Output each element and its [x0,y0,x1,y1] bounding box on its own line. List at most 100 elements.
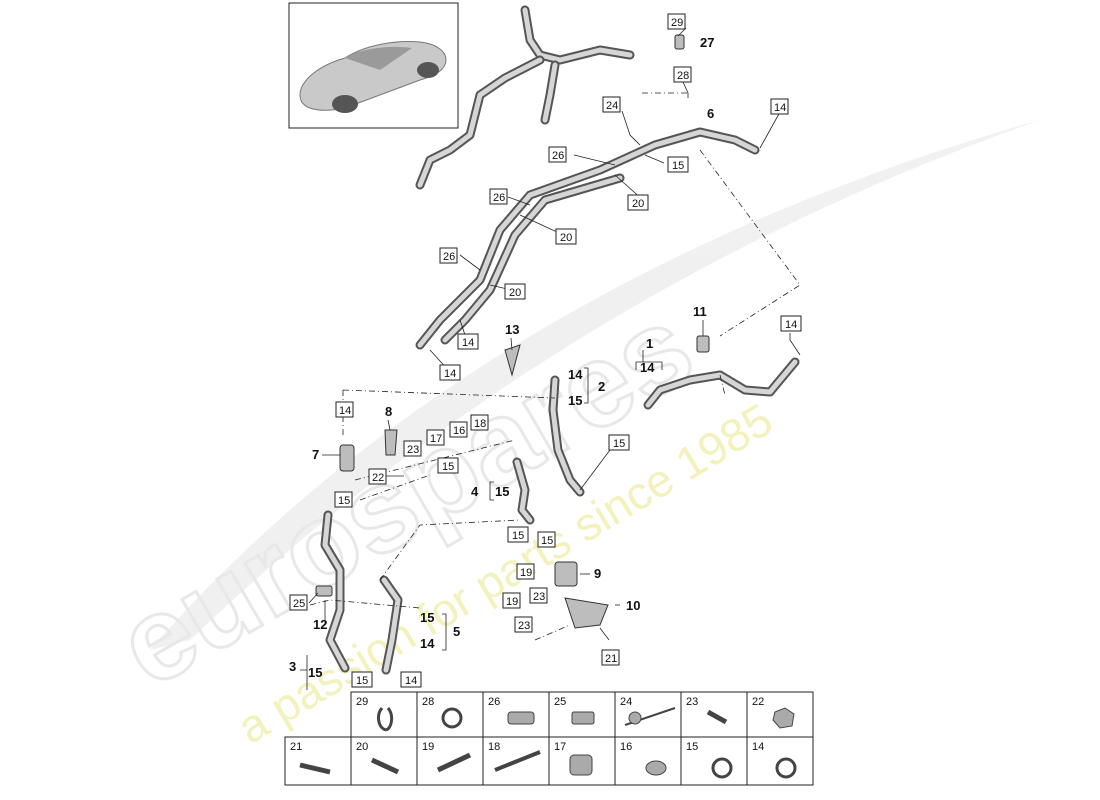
svg-text:16: 16 [453,425,465,437]
callout-box-15: 15 [537,531,556,548]
connector-lines [309,92,801,641]
table-cell-24: 24 [614,691,682,738]
callout-box-28: 28 [673,66,692,83]
callout-14: 14 [420,636,435,651]
svg-text:21: 21 [290,741,302,753]
component-7 [339,444,355,472]
svg-text:18: 18 [488,741,500,753]
svg-text:15: 15 [442,461,454,473]
parts-table: 29 28 26 25 24 23 22 21 20 19 18 [284,691,814,786]
svg-text:26: 26 [493,192,505,204]
svg-text:29: 29 [671,17,683,29]
callout-box-20: 20 [555,228,577,245]
component-11 [696,335,710,353]
svg-text:20: 20 [509,287,521,299]
callout-box-22: 22 [368,468,387,485]
svg-text:15: 15 [613,438,625,450]
leader-lines [300,27,801,690]
callout-box-23: 23 [403,440,422,457]
callout-box-26: 26 [439,247,458,264]
callout-10: 10 [626,598,640,613]
callout-14: 14 [640,360,655,375]
callout-4: 4 [471,484,479,499]
callout-2: 2 [598,379,605,394]
component-12 [315,585,333,597]
table-cell-16: 16 [614,736,682,786]
callout-box-14: 14 [770,98,789,115]
callout-box-14: 14 [439,364,461,381]
svg-text:14: 14 [405,675,417,687]
svg-text:15: 15 [686,741,698,753]
callout-box-14: 14 [335,401,354,418]
hose-upper-assembly [415,5,635,190]
table-cell-28: 28 [416,691,484,738]
callout-box-18: 18 [470,414,489,431]
hose-item-3 [320,510,350,673]
svg-text:26: 26 [443,251,455,263]
callout-1: 1 [646,336,653,351]
svg-text:28: 28 [677,70,689,82]
svg-text:23: 23 [686,696,698,708]
table-cell-14: 14 [746,736,814,786]
watermark: eurospares a passion for parts since 198… [96,120,1040,754]
callout-8: 8 [385,404,392,419]
svg-text:15: 15 [512,530,524,542]
callout-7: 7 [312,447,319,462]
component-10 [564,597,609,629]
callout-15: 15 [420,610,434,625]
callout-box-14: 14 [457,333,479,350]
callout-3: 3 [289,659,296,674]
svg-text:26: 26 [552,150,564,162]
callout-27: 27 [700,35,714,50]
callout-13: 13 [505,322,519,337]
svg-text:17: 17 [430,433,442,445]
table-cell-21: 21 [284,736,352,786]
svg-text:19: 19 [506,596,518,608]
callout-11: 11 [693,304,707,319]
table-cell-20: 20 [350,736,418,786]
svg-text:20: 20 [632,198,644,210]
svg-text:15: 15 [356,675,368,687]
callout-box-14: 14 [400,671,422,688]
component-13 [504,344,521,377]
callout-14: 14 [568,367,583,382]
svg-text:23: 23 [518,620,530,632]
svg-text:23: 23 [533,591,545,603]
svg-text:14: 14 [444,368,456,380]
svg-text:24: 24 [606,100,618,112]
callout-box-15: 15 [437,457,459,474]
svg-text:14: 14 [462,337,474,349]
callout-box-24: 24 [602,96,621,113]
callout-box-17: 17 [426,429,445,446]
hose-main-run [415,127,760,350]
svg-text:20: 20 [356,741,368,753]
svg-text:26: 26 [488,696,500,708]
callout-box-25: 25 [289,594,308,611]
table-row: 29 28 26 25 24 23 22 [350,691,814,738]
table-cell-17: 17 [548,736,616,786]
svg-text:14: 14 [774,102,786,114]
svg-text:24: 24 [620,696,632,708]
component-8 [384,429,398,456]
callout-box-19: 19 [502,592,521,609]
callout-box-20: 20 [627,194,649,211]
svg-text:22: 22 [752,696,764,708]
callout-5: 5 [453,624,460,639]
hose-item-2 [548,375,585,497]
table-cell-18: 18 [482,736,550,786]
svg-text:21: 21 [605,653,617,665]
car-thumbnail [288,2,459,129]
table-cell-23: 23 [680,691,748,738]
table-cell-29: 29 [350,691,418,738]
hose-item-5 [379,575,403,675]
svg-text:19: 19 [422,741,434,753]
callout-box-16: 16 [449,421,468,438]
callout-box-23: 23 [514,616,533,633]
svg-text:25: 25 [293,598,305,610]
callout-box-21: 21 [601,649,620,666]
hose-item-4 [512,457,535,525]
callout-box-15: 15 [351,671,373,688]
callout-box-26: 26 [548,146,567,163]
table-cell-15: 15 [680,736,748,786]
svg-text:14: 14 [339,405,351,417]
